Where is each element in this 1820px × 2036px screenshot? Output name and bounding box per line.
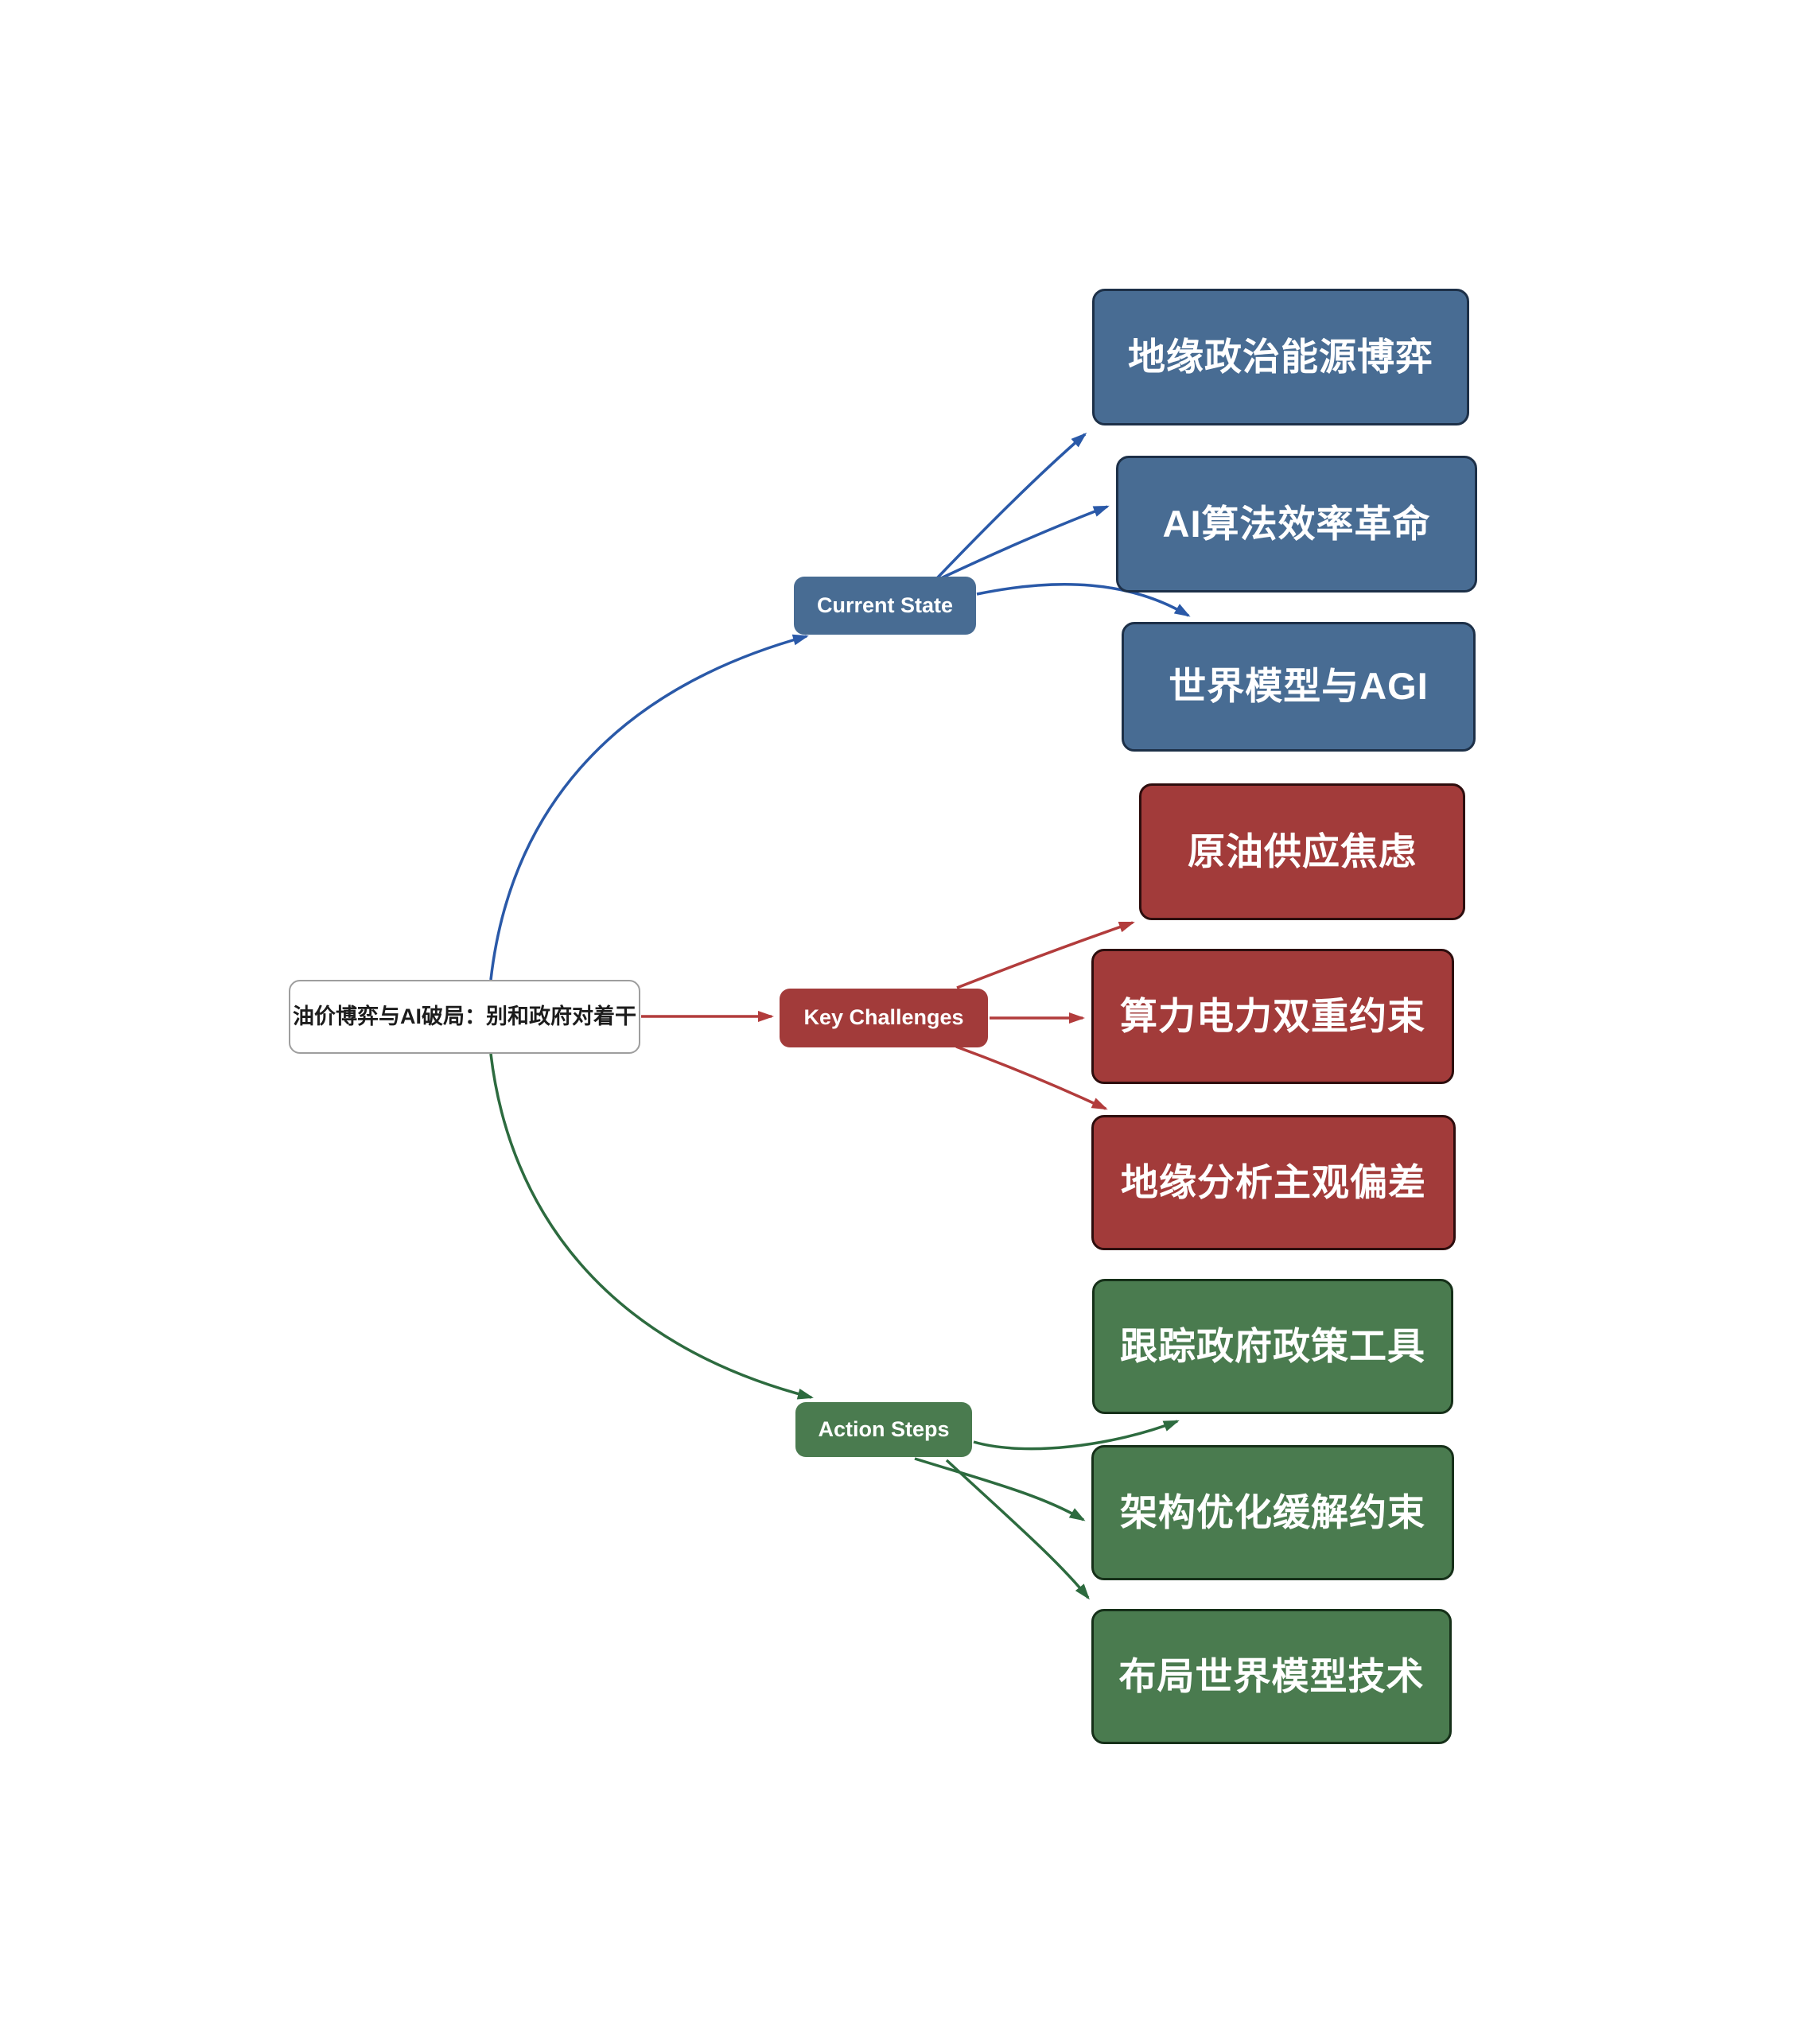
leaf-node-crude-supply-anxiety[interactable]: 原油供应焦虑 (1139, 783, 1465, 920)
branch-node-label: Key Challenges (803, 1005, 964, 1030)
leaf-node-world-model-technology[interactable]: 布局世界模型技术 (1091, 1609, 1452, 1744)
branch-node-action-steps[interactable]: Action Steps (795, 1402, 972, 1457)
leaf-node-geo-analysis-bias[interactable]: 地缘分析主观偏差 (1091, 1115, 1456, 1250)
leaf-node-label: 算力电力双重约束 (1120, 994, 1425, 1037)
leaf-node-ai-algorithm-efficiency[interactable]: AI算法效率革命 (1116, 456, 1477, 593)
edge-action-steps-to-leaf-2 (914, 1457, 1086, 1521)
edge-current-state-to-leaf-3 (976, 583, 1191, 617)
leaf-node-geopolitics-energy-game[interactable]: 地缘政治能源博弈 (1092, 289, 1469, 425)
leaf-node-compute-power-constraints[interactable]: 算力电力双重约束 (1091, 949, 1454, 1084)
leaf-node-track-government-policy-tools[interactable]: 跟踪政府政策工具 (1092, 1279, 1453, 1414)
leaf-node-label: AI算法效率革命 (1162, 502, 1431, 545)
edge-action-steps-to-leaf-3 (945, 1459, 1090, 1600)
edge-root-to-action-steps (489, 1053, 814, 1400)
edge-action-steps-to-leaf-1 (973, 1420, 1180, 1451)
branch-node-key-challenges[interactable]: Key Challenges (780, 989, 988, 1047)
leaf-node-label: 布局世界模型技术 (1118, 1654, 1425, 1697)
leaf-node-label: 跟踪政府政策工具 (1120, 1324, 1425, 1367)
leaf-node-label: 地缘政治能源博弈 (1128, 335, 1433, 378)
edge-key-challenges-to-leaf-3 (955, 1045, 1108, 1110)
leaf-node-world-model-agi[interactable]: 世界模型与AGI (1122, 622, 1476, 752)
branch-node-label: Current State (816, 593, 954, 617)
leaf-node-architecture-optimization[interactable]: 架构优化缓解约束 (1091, 1445, 1454, 1580)
branch-node-current-state[interactable]: Current State (794, 577, 976, 635)
edge-current-state-to-leaf-1 (935, 433, 1087, 580)
edge-root-to-current-state (489, 634, 809, 981)
edge-key-challenges-to-leaf-1 (956, 921, 1135, 989)
branch-node-label: Action Steps (818, 1416, 950, 1441)
root-node-label: 油价博弈与AI破局：别和政府对着干 (293, 1004, 636, 1028)
leaf-node-label: 原油供应焦虑 (1188, 830, 1417, 872)
leaf-node-label: 地缘分析主观偏差 (1121, 1160, 1426, 1203)
edge-current-state-to-leaf-2 (940, 505, 1110, 580)
leaf-node-label: 架构优化缓解约束 (1120, 1490, 1425, 1533)
leaf-node-label: 世界模型与AGI (1169, 665, 1429, 708)
root-node[interactable]: 油价博弈与AI破局：别和政府对着干 (289, 980, 640, 1054)
